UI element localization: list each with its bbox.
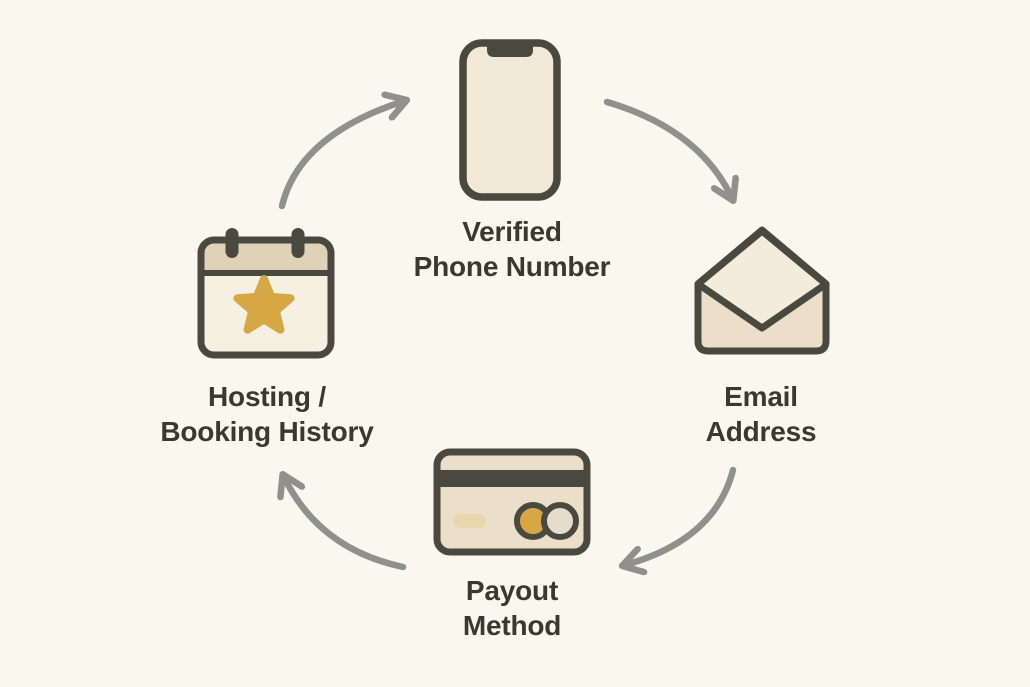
- card-circle-beige: [541, 502, 579, 540]
- label-line: Method: [462, 610, 562, 641]
- label-line: Hosting /: [208, 381, 326, 412]
- card-chip: [453, 514, 486, 528]
- label-email-address: Email Address: [706, 379, 817, 449]
- calendar-ring-right: [291, 228, 305, 258]
- label-hosting-booking-history: Hosting / Booking History: [160, 379, 373, 449]
- label-line: Verified: [462, 216, 562, 247]
- calendar-star-icon: [197, 228, 335, 359]
- label-line: Phone Number: [413, 251, 611, 282]
- label-line: Payout: [465, 575, 559, 606]
- calendar-header: [201, 240, 331, 273]
- label-line: Email: [724, 381, 798, 412]
- arrow-email-to-payout: [625, 466, 737, 565]
- arrow-history-to-phone: [278, 101, 404, 210]
- label-line: Booking History: [160, 416, 374, 447]
- card-stripe: [433, 470, 591, 487]
- credit-card-icon: [433, 448, 591, 556]
- envelope-flap: [694, 227, 830, 332]
- arrow-payout-to-history: [284, 477, 407, 571]
- smartphone-icon: [459, 39, 561, 201]
- label-payout-method: Payout Method: [462, 573, 562, 643]
- label-line: Address: [705, 416, 817, 447]
- envelope-icon: [694, 226, 830, 355]
- star-icon: [233, 275, 295, 334]
- arrow-phone-to-email: [603, 98, 732, 198]
- label-verified-phone-number: Verified Phone Number: [414, 214, 611, 284]
- calendar-ring-left: [225, 228, 239, 258]
- phone-notch: [487, 45, 533, 57]
